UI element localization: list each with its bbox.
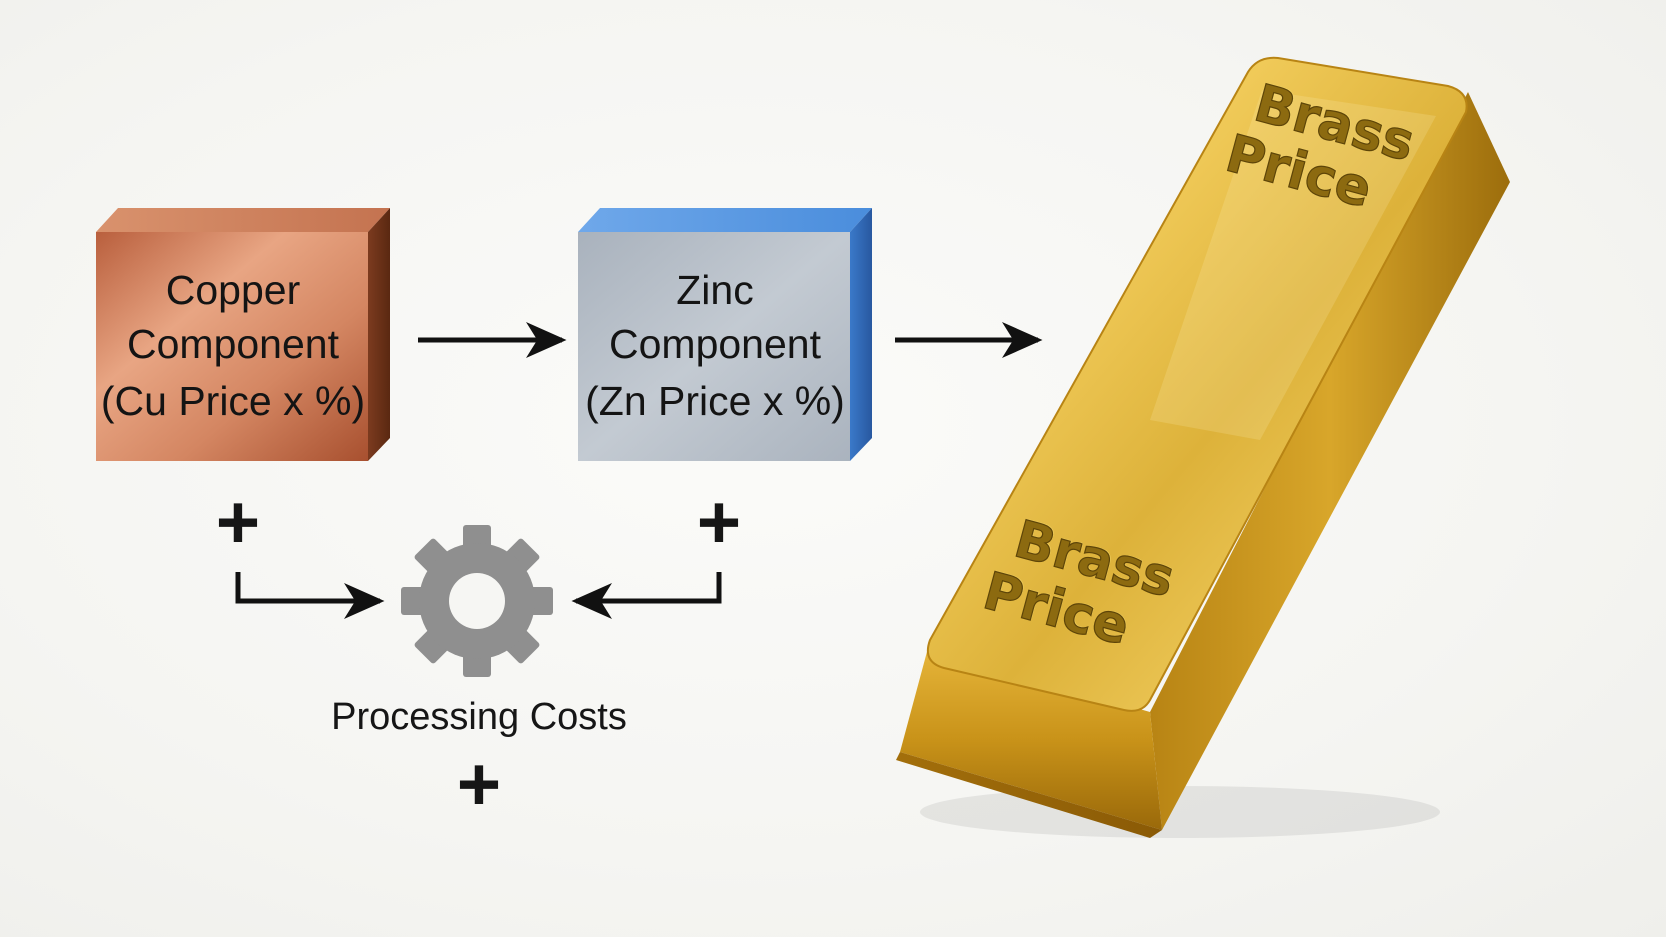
gear-icon (401, 525, 553, 677)
bar-front-face (900, 648, 1162, 830)
zinc-label-line1: Zinc (676, 267, 753, 313)
copper-block-top (96, 208, 390, 232)
zinc-block-top (578, 208, 872, 232)
copper-block-side (368, 208, 390, 461)
zinc-block-face (578, 232, 850, 461)
copper-component-block: Copper Component (Cu Price x %) (96, 208, 390, 461)
bar-right-side (1150, 92, 1510, 830)
zinc-block-side (850, 208, 872, 461)
plus-sign-bottom: + (457, 742, 501, 827)
copper-block-face (96, 232, 368, 461)
plus-sign-left: + (216, 480, 260, 565)
copper-label-line2: Component (127, 321, 340, 367)
copper-label-line3: (Cu Price x %) (101, 378, 365, 424)
zinc-label-line3: (Zn Price x %) (585, 378, 845, 424)
arrow-left-to-gear (235, 572, 385, 619)
processing-costs-label: Processing Costs (331, 696, 627, 738)
arrow-right-to-gear (571, 572, 722, 619)
brass-price-bar: Brass Brass Price Price Brass Brass Pric… (896, 56, 1510, 838)
plus-sign-right: + (697, 480, 741, 565)
zinc-component-block: Zinc Component (Zn Price x %) (578, 208, 872, 461)
zinc-label-line2: Component (609, 321, 822, 367)
bar-bottom-edge (896, 752, 1162, 838)
copper-label-line1: Copper (166, 267, 300, 313)
bar-top-face (926, 56, 1468, 712)
bar-top-highlight (1150, 90, 1436, 440)
bar-face-engraving: Brass Brass Price Price (977, 509, 1182, 658)
